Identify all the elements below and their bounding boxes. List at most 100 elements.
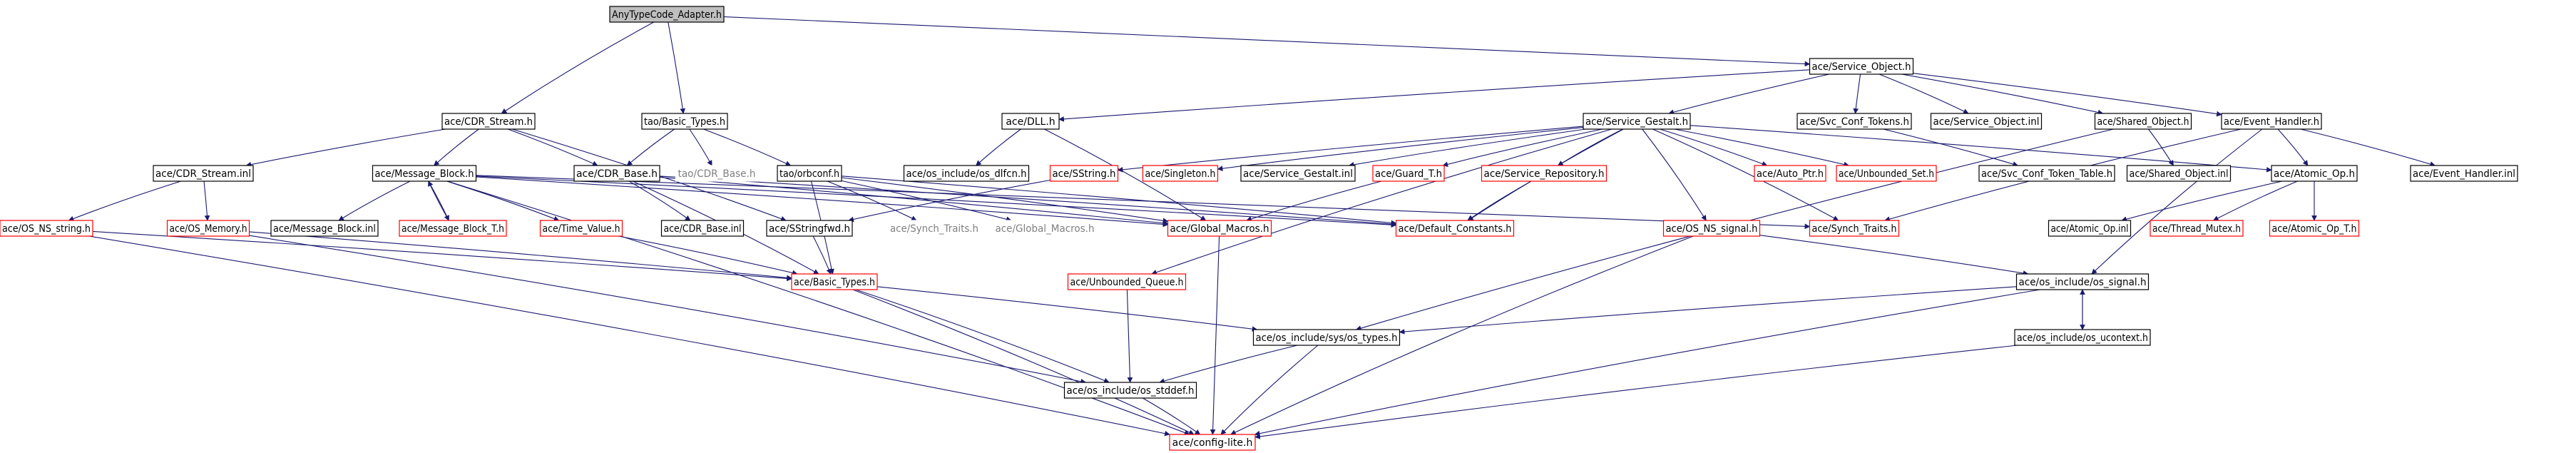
node-os-ucontext-h[interactable]: ace/os_include/os_ucontext.h [2014,329,2151,346]
node-shared-object-h[interactable]: ace/Shared_Object.h [2094,113,2192,130]
node-box[interactable] [1796,113,1912,130]
node-sstringfwd-h[interactable]: ace/SStringfwd.h [766,220,853,237]
node-box[interactable] [2150,220,2244,237]
node-sstring-h[interactable]: ace/SString.h [1049,165,1119,182]
node-box[interactable] [573,165,660,182]
node-box[interactable] [1836,165,1937,182]
node-svc-conf-token-table-h[interactable]: ace/Svc_Conf_Token_Table.h [1978,165,2115,182]
node-tao-cdr-base-h[interactable]: tao/CDR_Base.h [675,165,759,182]
node-event-handler-h[interactable]: ace/Event_Handler.h [2221,113,2322,130]
node-box[interactable] [1142,165,1219,182]
node-box[interactable] [1583,113,1691,130]
node-cdr-base-inl[interactable]: ace/CDR_Base.inl [660,220,745,237]
node-box[interactable] [1395,220,1515,237]
node-box[interactable] [1063,382,1197,399]
node-service-object-inl[interactable]: ace/Service_Object.inl [1930,113,2043,130]
node-os-memory-h[interactable]: ace/OS_Memory.h [166,220,250,237]
node-box[interactable] [1754,165,1826,182]
node-box[interactable] [1001,113,1060,130]
node-message-block-inl[interactable]: ace/Message_Block.inl [270,220,379,237]
node-os-ns-signal-h[interactable]: ace/OS_NS_signal.h [1662,220,1761,237]
node-box[interactable] [270,220,379,237]
node-box[interactable] [777,165,842,182]
node-box[interactable] [2014,329,2151,346]
node-event-handler-inl[interactable]: ace/Event_Handler.inl [2410,165,2518,182]
node-box[interactable] [2221,113,2322,130]
node-box[interactable] [903,165,1030,182]
node-atomic-op-h[interactable]: ace/Atomic_Op.h [2271,165,2358,182]
node-box[interactable] [1809,220,1900,237]
node-os-types-h[interactable]: ace/os_include/sys/os_types.h [1252,329,1401,346]
node-unbounded-queue-h[interactable]: ace/Unbounded_Queue.h [1067,273,1187,290]
node-time-value-h[interactable]: ace/Time_Value.h [539,220,623,237]
node-synch-traits-h[interactable]: ace/Synch_Traits.h [1809,220,1900,237]
node-os-stddef-h[interactable]: ace/os_include/os_stddef.h [1063,382,1197,399]
node-box[interactable] [153,165,254,182]
node-cdr-stream-h[interactable]: ace/CDR_Stream.h [441,113,536,130]
node-box[interactable] [1049,165,1119,182]
node-box[interactable] [0,220,93,237]
node-service-object-h[interactable]: ace/Service_Object.h [1809,58,1914,75]
node-box[interactable] [2271,165,2358,182]
node-basic-types-h[interactable]: ace/Basic_Types.h [791,273,878,290]
node-guard-t-h[interactable]: ace/Guard_T.h [1372,165,1445,182]
node-box[interactable] [1930,113,2043,130]
node-box[interactable] [1809,58,1914,75]
node-box[interactable] [539,220,623,237]
node-svc-conf-tokens-h[interactable]: ace/Svc_Conf_Tokens.h [1796,113,1912,130]
node-tao-basic-types-h[interactable]: tao/Basic_Types.h [641,113,728,130]
node-singleton-h[interactable]: ace/Singleton.h [1142,165,1219,182]
node-box[interactable] [1067,273,1187,290]
node-orbconf-h[interactable]: tao/orbconf.h [777,165,842,182]
node-root[interactable]: AnyTypeCode_Adapter.h [609,6,725,23]
node-box[interactable] [2269,220,2360,237]
node-box[interactable] [1978,165,2115,182]
node-box[interactable] [641,113,728,130]
node-config-lite-h[interactable]: ace/config-lite.h [1169,434,1256,451]
node-unbounded-set-h[interactable]: ace/Unbounded_Set.h [1836,165,1937,182]
node-box[interactable] [675,165,759,182]
node-message-block-h[interactable]: ace/Message_Block.h [372,165,477,182]
node-box[interactable] [887,220,981,237]
node-box[interactable] [660,220,745,237]
node-box[interactable] [441,113,536,130]
node-synch-traits-gray[interactable]: ace/Synch_Traits.h [887,220,981,237]
node-os-dlfcn-h[interactable]: ace/os_include/os_dlfcn.h [903,165,1030,182]
node-box[interactable] [2015,273,2150,290]
node-default-constants-h[interactable]: ace/Default_Constants.h [1395,220,1515,237]
node-global-macros-gray[interactable]: ace/Global_Macros.h [992,220,1098,237]
node-box[interactable] [1167,220,1272,237]
node-box[interactable] [992,220,1098,237]
node-box[interactable] [1169,434,1256,451]
node-box[interactable] [2126,165,2232,182]
node-shared-object-inl[interactable]: ace/Shared_Object.inl [2126,165,2232,182]
node-box[interactable] [399,220,507,237]
node-box[interactable] [609,6,725,23]
node-box[interactable] [791,273,878,290]
node-message-block-t-h[interactable]: ace/Message_Block_T.h [399,220,507,237]
node-box[interactable] [1252,329,1401,346]
node-box[interactable] [1662,220,1761,237]
node-cdr-base-h[interactable]: ace/CDR_Base.h [573,165,660,182]
node-os-ns-string-h[interactable]: ace/OS_NS_string.h [0,220,93,237]
node-global-macros-h[interactable]: ace/Global_Macros.h [1167,220,1272,237]
node-box[interactable] [2094,113,2192,130]
node-service-gestalt-h[interactable]: ace/Service_Gestalt.h [1583,113,1691,130]
node-box[interactable] [1240,165,1356,182]
node-thread-mutex-h[interactable]: ace/Thread_Mutex.h [2150,220,2244,237]
node-box[interactable] [2048,220,2132,237]
node-atomic-op-t-h[interactable]: ace/Atomic_Op_T.h [2269,220,2360,237]
node-auto-ptr-h[interactable]: ace/Auto_Ptr.h [1754,165,1826,182]
node-service-repository-h[interactable]: ace/Service_Repository.h [1481,165,1608,182]
node-box[interactable] [372,165,477,182]
node-cdr-stream-inl[interactable]: ace/CDR_Stream.inl [153,165,254,182]
node-os-signal-h[interactable]: ace/os_include/os_signal.h [2015,273,2150,290]
node-service-gestalt-inl[interactable]: ace/Service_Gestalt.inl [1240,165,1356,182]
node-box[interactable] [1372,165,1445,182]
node-atomic-op-inl[interactable]: ace/Atomic_Op.inl [2048,220,2132,237]
node-box[interactable] [166,220,250,237]
node-dll-h[interactable]: ace/DLL.h [1001,113,1060,130]
node-box[interactable] [2410,165,2518,182]
node-box[interactable] [766,220,853,237]
node-box[interactable] [1481,165,1608,182]
